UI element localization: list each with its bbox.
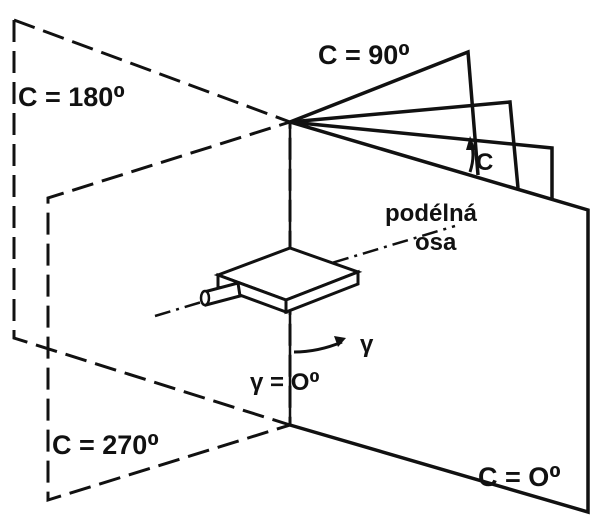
label-gamma0: γ = O⁰ — [250, 369, 320, 396]
label-c90: C = 90⁰ — [318, 40, 410, 70]
angle-gamma-arc — [293, 340, 343, 354]
c-plane-fan-3 — [289, 120, 554, 200]
label-longitudinal-axis-1: podélná — [385, 200, 478, 227]
angle-gamma-arrowhead — [334, 336, 346, 347]
luminaire — [199, 246, 363, 315]
label-c180: C = 180⁰ — [18, 82, 125, 112]
label-c0: C = O⁰ — [478, 462, 561, 492]
plane-c0-solid — [289, 120, 590, 515]
label-gamma: γ — [360, 331, 374, 358]
angle-c-arrowhead — [466, 136, 476, 150]
label-c270: C = 270⁰ — [52, 430, 159, 460]
label-angle-c: C — [476, 149, 493, 176]
c-plane-fan-2 — [289, 100, 520, 189]
plane-c180-c270-dashed — [12, 18, 292, 503]
luminaire-connector-end — [199, 289, 211, 307]
label-longitudinal-axis-2: osa — [415, 229, 457, 256]
luminaire-side — [284, 269, 360, 315]
c-plane-fan-1 — [289, 49, 480, 176]
